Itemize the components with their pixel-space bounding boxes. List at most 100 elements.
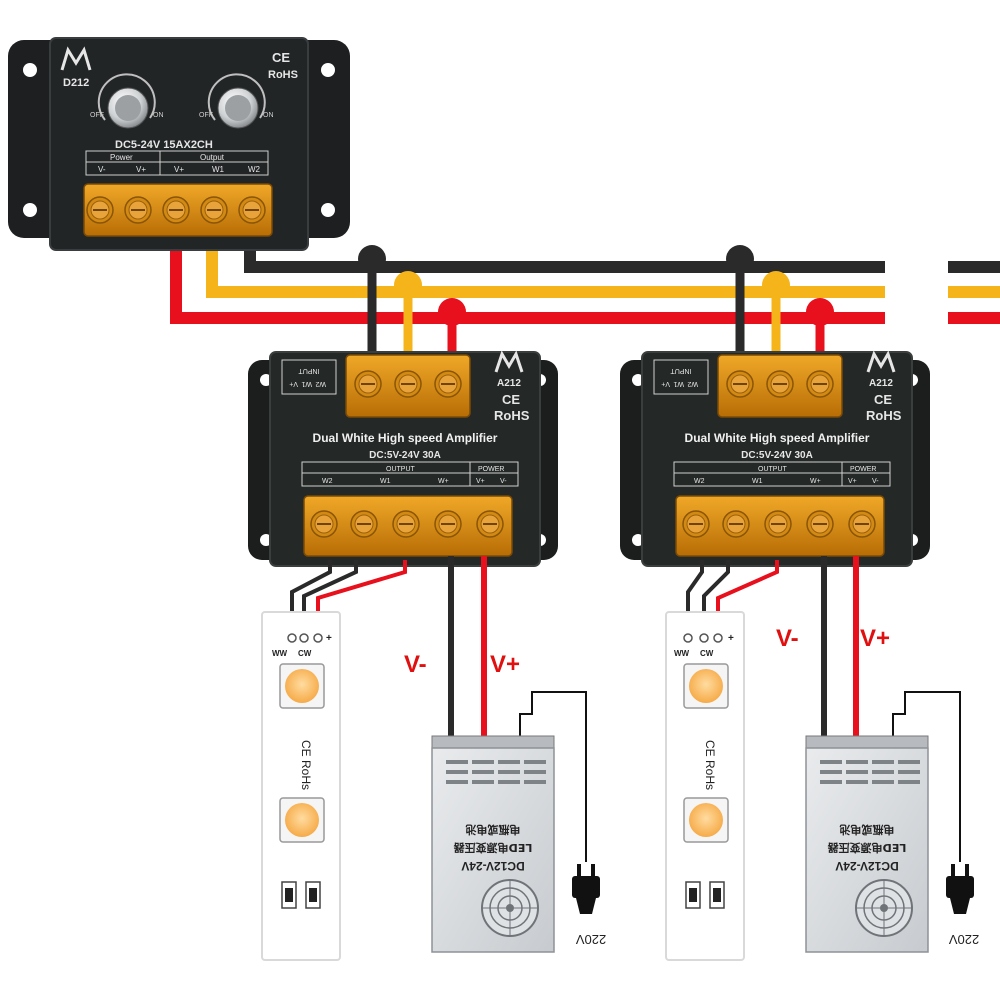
strip-cw-label: CW xyxy=(700,649,714,658)
psu-vminus-label: V- xyxy=(776,625,799,652)
terminal-label: W2 xyxy=(322,478,333,485)
terminal-label: V+ xyxy=(476,478,485,485)
knob-channel-2[interactable] xyxy=(207,73,266,129)
pad-plus xyxy=(713,633,723,643)
amp-input-terminal-label: W1 xyxy=(301,380,312,387)
psu-line3: 电瓶或电池 xyxy=(466,823,521,837)
junction-black xyxy=(358,245,386,273)
dimmer-model: D212 xyxy=(63,77,89,89)
amp-group-output: OUTPUT xyxy=(758,466,788,473)
amp1-input-taps xyxy=(358,245,466,360)
amplifier-2: INPUT W2 W1 V+ A212 CE RoHS Dual White H… xyxy=(620,350,930,567)
brand-logo xyxy=(60,46,92,71)
amp-rating: DC:5V-24V 30A xyxy=(741,450,813,461)
amp-input-terminal-label: W2 xyxy=(687,380,698,387)
mains-cord xyxy=(519,691,587,862)
terminal-label: V+ xyxy=(136,165,146,174)
terminal-label: W+ xyxy=(438,478,449,485)
psu-vent-slots xyxy=(820,760,920,784)
amp2-input-taps xyxy=(726,245,834,360)
terminal-label: V+ xyxy=(174,165,184,174)
knob2-on-label: ON xyxy=(263,112,274,119)
strip-ww-label: WW xyxy=(674,649,690,658)
dimmer-rating: DC5-24V 15AX2CH xyxy=(115,139,213,151)
amp-ce-mark: CE xyxy=(874,392,892,407)
psu-line1: DC12V-24V xyxy=(461,859,524,873)
plug-icon xyxy=(946,864,974,914)
junction-yellow xyxy=(762,271,790,299)
psu-terminal-strip xyxy=(431,735,555,749)
power-supply-2: V- V+ 220V DC12V-24V LED电源变压器 电瓶或电池 xyxy=(776,625,979,953)
psu-mains-label: 220V xyxy=(948,932,979,947)
amp-input-label: INPUT xyxy=(670,367,692,374)
dimmer-ce-mark: CE xyxy=(272,50,290,65)
psu-terminal-strip xyxy=(805,735,929,749)
amp-input-screws[interactable] xyxy=(726,370,834,398)
amp-input-terminal-label: W2 xyxy=(315,380,326,387)
amplifier-1: INPUT W2 W1 V+ A212 CE RoHS Dual White H… xyxy=(248,350,558,567)
led-chip xyxy=(683,797,729,843)
strip-cw-label: CW xyxy=(298,649,312,658)
bus-wire-black xyxy=(244,240,885,273)
amp-title: Dual White High speed Amplifier xyxy=(313,431,498,445)
bus-wires xyxy=(170,240,1000,324)
knob1-off-label: OFF xyxy=(90,112,104,119)
bus-wire-red xyxy=(170,240,885,324)
strip-cert-label: CE RoHs xyxy=(299,740,313,790)
psu-vplus-label: V+ xyxy=(860,625,890,652)
plug-icon xyxy=(572,864,600,914)
dimmer-group-power: Power xyxy=(110,153,133,162)
pad-ww xyxy=(287,633,297,643)
amp-input-terminal-label: W1 xyxy=(673,380,684,387)
junction-black xyxy=(726,245,754,273)
terminal-label: W1 xyxy=(380,478,391,485)
terminal-label: W1 xyxy=(212,165,225,174)
amp-title: Dual White High speed Amplifier xyxy=(685,431,870,445)
amp-model: A212 xyxy=(869,378,893,389)
terminal-label: W2 xyxy=(248,165,261,174)
resistor-pair xyxy=(685,881,725,909)
led-strip-2: WW CW + CE RoHs xyxy=(665,611,745,961)
psu-line2: LED电源变压器 xyxy=(827,841,907,855)
amp-ce-mark: CE xyxy=(502,392,520,407)
led-chip xyxy=(279,797,325,843)
pad-cw xyxy=(299,633,309,643)
strip-plus-label: + xyxy=(326,633,332,644)
power-supply-1: V- V+ 220V DC12V-24V LED电源变压器 电瓶或电池 xyxy=(404,651,606,953)
strip-cert-label: CE RoHs xyxy=(703,740,717,790)
terminal-label: V+ xyxy=(848,478,857,485)
amp-input-screws[interactable] xyxy=(354,370,462,398)
amp-input-terminal-label: V+ xyxy=(661,380,670,387)
terminal-label: W+ xyxy=(810,478,821,485)
terminal-label: V- xyxy=(500,478,507,485)
knob2-off-label: OFF xyxy=(199,112,213,119)
psu-line3: 电瓶或电池 xyxy=(840,823,895,837)
psu-vent-slots xyxy=(446,760,546,784)
psu-mains-label: 220V xyxy=(575,932,606,947)
amp-group-power: POWER xyxy=(478,466,504,473)
bus-wire-yellow xyxy=(206,240,885,298)
junction-yellow xyxy=(394,271,422,299)
pad-cw xyxy=(699,633,709,643)
psu-line1: DC12V-24V xyxy=(835,859,898,873)
psu-line2: LED电源变压器 xyxy=(453,841,533,855)
amp-group-power: POWER xyxy=(850,466,876,473)
dimmer-group-output: Output xyxy=(200,153,225,162)
terminal-label: W2 xyxy=(694,478,705,485)
terminal-label: V- xyxy=(98,165,106,174)
psu-vplus-label: V+ xyxy=(490,651,520,678)
pad-ww xyxy=(683,633,693,643)
knob-channel-1[interactable] xyxy=(97,73,156,129)
led-strip-1: WW CW + CE RoHs xyxy=(261,611,341,961)
dimmer-terminal-labels: V- V+ V+ W1 W2 xyxy=(98,165,261,174)
dimmer-controller: D212 CE RoHS OFF ON OFF ON DC5-24V 15AX2… xyxy=(8,37,350,251)
amp-rohs-mark: RoHS xyxy=(866,408,902,423)
strip-ww-label: WW xyxy=(272,649,288,658)
strip-plus-label: + xyxy=(728,633,734,644)
psu-vminus-label: V- xyxy=(404,651,427,678)
junction-red xyxy=(438,298,466,326)
knob1-on-label: ON xyxy=(153,112,164,119)
amp-rohs-mark: RoHS xyxy=(494,408,530,423)
led-chip xyxy=(683,663,729,709)
